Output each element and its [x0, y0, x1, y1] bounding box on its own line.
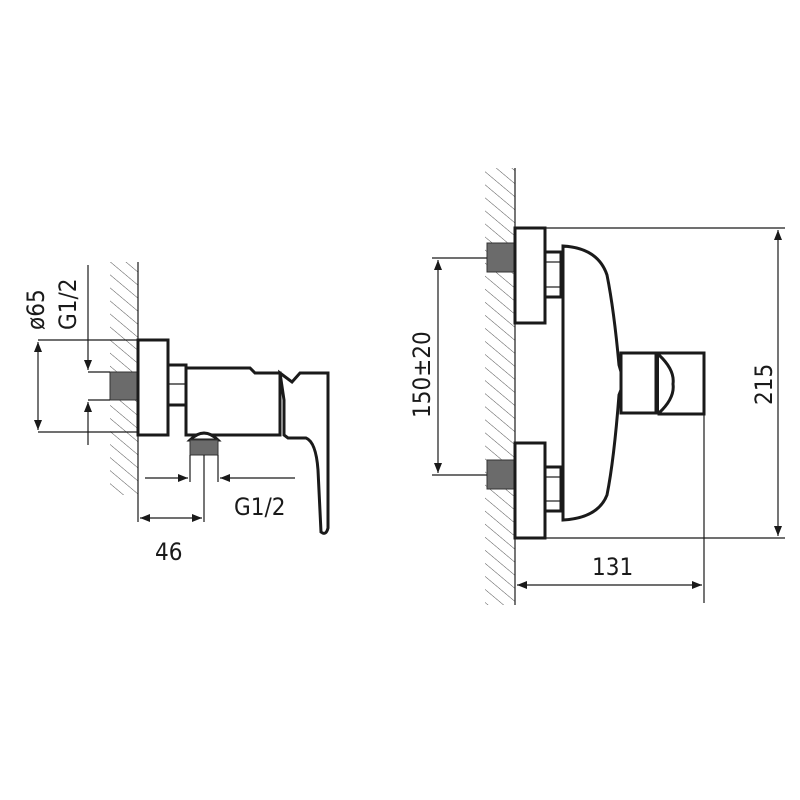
nut — [166, 363, 188, 407]
valve-body — [561, 244, 626, 522]
dim-inlet-thread-label: G1/2 — [54, 279, 82, 330]
dim-height-label: 215 — [750, 364, 778, 405]
dim-depth-label: 131 — [592, 553, 633, 581]
inlet-thread-bottom — [486, 459, 516, 490]
flange-bottom — [513, 441, 547, 540]
inlet-thread — [109, 371, 139, 401]
side-view: ø65 G1/2 G1/2 46 — [22, 262, 330, 566]
valve-body — [184, 366, 282, 437]
dim-offset-label: 46 — [155, 538, 182, 566]
dim-diameter-label: ø65 — [22, 289, 50, 330]
knob-stem — [619, 351, 658, 415]
outlet-thread — [189, 439, 219, 456]
nut-top — [543, 250, 563, 299]
front-view: 150±20 215 131 — [408, 168, 785, 605]
dim-outlet-thread-label: G1/2 — [234, 493, 285, 521]
lever-handle — [277, 369, 330, 535]
knob-curve — [657, 353, 675, 415]
wall-hatch — [485, 168, 515, 605]
wall-flange — [136, 338, 170, 437]
nut-bottom — [543, 465, 563, 513]
dim-spacing-label: 150±20 — [408, 331, 436, 418]
inlet-thread-top — [486, 242, 516, 273]
flange-top — [513, 226, 547, 325]
